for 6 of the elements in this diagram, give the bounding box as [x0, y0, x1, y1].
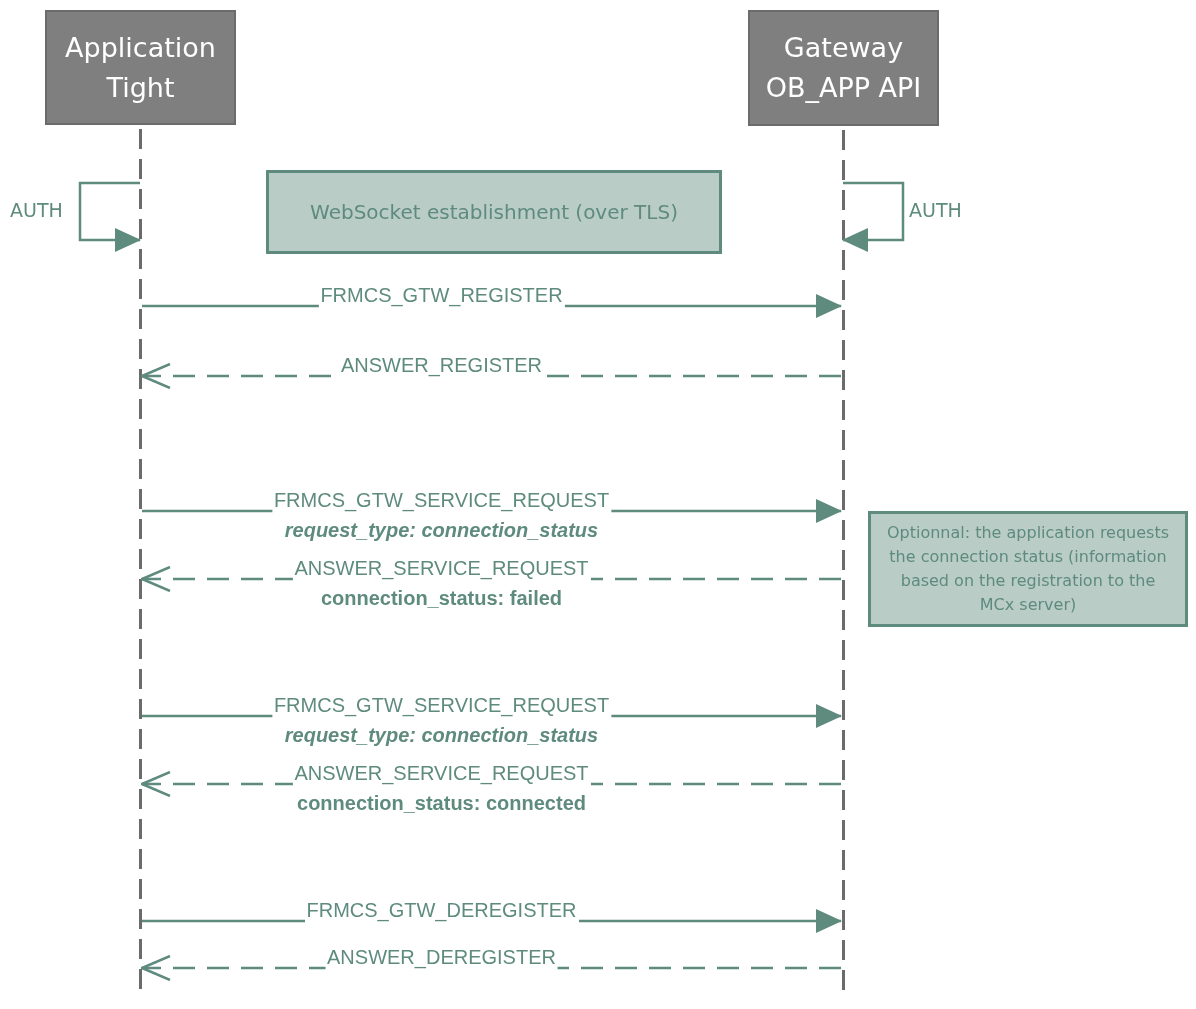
- self-message-arrow: [78, 181, 141, 252]
- phase-box: WebSocket establishment (over TLS): [266, 170, 722, 254]
- participant-box: Gateway OB_APP API: [748, 10, 939, 126]
- self-message-arrow: [842, 181, 905, 252]
- note-box: Optionnal: the application requests the connection status (information based on the registration to the MCx server): [868, 511, 1188, 627]
- participant-box: Application Tight: [45, 10, 236, 125]
